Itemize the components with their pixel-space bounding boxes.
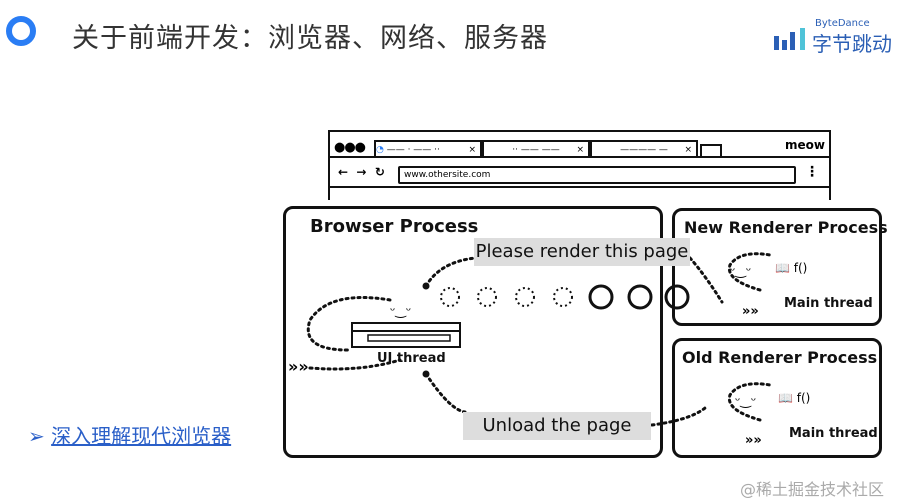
bullet-item: ➢ 深入理解现代浏览器 xyxy=(28,420,231,449)
new-main-thread-label: Main thread xyxy=(784,296,873,311)
browser-tab[interactable]: ·· —— ——× xyxy=(482,140,590,158)
app-logo-icon xyxy=(6,16,36,46)
browser-tab[interactable]: ◔ —— · —— ··× xyxy=(374,140,482,158)
bytedance-logo-icon xyxy=(774,28,805,50)
watermark: @稀土掘金技术社区 xyxy=(740,480,885,499)
ui-thread-loop xyxy=(306,296,392,352)
brand-en: ByteDance xyxy=(815,18,870,29)
article-link[interactable]: 深入理解现代浏览器 xyxy=(51,424,232,448)
slide-title: 关于前端开发：浏览器、网络、服务器 xyxy=(72,23,548,54)
svg-text:ᵕ‿ᵕ: ᵕ‿ᵕ xyxy=(390,304,411,319)
new-renderer-title: New Renderer Process xyxy=(684,218,888,237)
svg-text:ᵕ‿ᵕ: ᵕ‿ᵕ xyxy=(730,264,751,279)
arrow-render-request xyxy=(424,256,477,288)
render-message-label: Please render this page xyxy=(474,238,690,266)
old-renderer-box xyxy=(672,338,882,458)
svg-text:ᵕ‿ᵕ: ᵕ‿ᵕ xyxy=(735,394,756,409)
arrow-unload-request xyxy=(424,372,467,414)
address-bar[interactable]: www.othersite.com xyxy=(398,166,796,184)
svg-text:📖 f(): 📖 f() xyxy=(778,391,810,405)
old-renderer-title: Old Renderer Process xyxy=(682,348,878,367)
nav-buttons-icon[interactable]: ← → ↻ xyxy=(338,165,385,179)
new-renderer-box xyxy=(672,208,882,326)
message-circles xyxy=(440,284,690,310)
bullet-arrow-icon: ➢ xyxy=(28,424,45,448)
svg-text:📖 f(): 📖 f() xyxy=(775,261,807,275)
browser-brand: meow xyxy=(785,138,825,152)
ui-thread-label: UI thread xyxy=(377,351,446,366)
browser-process-title: Browser Process xyxy=(310,216,479,237)
chevrons-icon: »» xyxy=(288,357,309,376)
chevrons-icon: »» xyxy=(742,304,759,319)
arrow-to-new-renderer xyxy=(688,256,724,304)
brand-cn: 字节跳动 xyxy=(812,32,892,56)
browser-tab[interactable]: ———— —× xyxy=(590,140,698,158)
window-controls-icon[interactable]: ●●● xyxy=(334,140,366,155)
menu-icon[interactable]: ⋮ xyxy=(805,164,819,180)
chevrons-icon: »» xyxy=(745,433,762,448)
browser-window: ●●● ◔ —— · —— ··× ·· —— ——× ———— —× meow… xyxy=(328,130,831,200)
old-main-thread-label: Main thread xyxy=(789,426,878,441)
arrow-to-old-renderer xyxy=(650,406,707,427)
new-tab-button[interactable] xyxy=(700,144,722,158)
unload-message-label: Unload the page xyxy=(463,412,651,440)
